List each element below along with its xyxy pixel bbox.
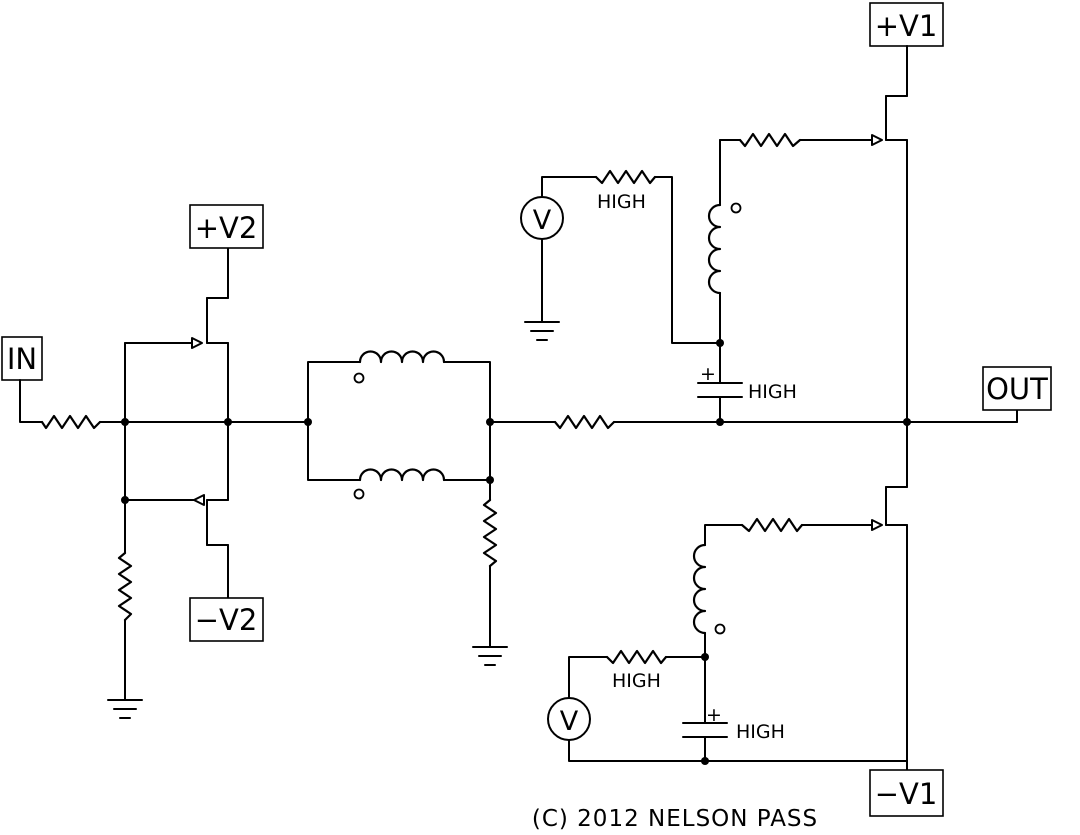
lower-gate-wire-a (704, 524, 743, 546)
upper-gate-inductor (707, 202, 742, 295)
ground-symbol (107, 699, 143, 719)
series-output-resistor (553, 414, 616, 430)
upper-bias-feed-wire (654, 176, 721, 344)
lower-series-inductor (353, 468, 446, 500)
input-resistor (40, 414, 102, 430)
pos-v1-terminal: +V1 (869, 2, 944, 47)
lower-cap-high-label: HIGH (736, 721, 785, 743)
lower-input-jfet (193, 494, 229, 599)
lower-resistor-high-label: HIGH (612, 670, 661, 692)
pos-v1-label: +V1 (875, 9, 938, 43)
upper-gate-resistor (738, 132, 802, 148)
capacitor-polarity: + (700, 363, 716, 385)
input-terminal: IN (1, 336, 43, 381)
upper-inductor-wire-right (443, 361, 491, 423)
copyright-text: (C) 2012 NELSON PASS (532, 806, 818, 832)
lower-return-wire (568, 739, 908, 762)
neg-v1-terminal: −V1 (869, 769, 944, 817)
bias-resistor (117, 551, 133, 622)
input-label: IN (7, 342, 37, 376)
lower-gate-inductor (692, 543, 726, 635)
upper-series-inductor (353, 350, 446, 384)
lower-voltmeter-icon: V (547, 697, 591, 741)
shunt-resistor (482, 498, 498, 568)
lower-meter-wire (568, 656, 608, 698)
upper-bias-resistor (594, 169, 657, 185)
neg-v2-label: −V2 (195, 603, 258, 637)
lower-output-jfet (871, 486, 908, 531)
svg-text:V: V (560, 706, 579, 737)
neg-v2-terminal: −V2 (189, 597, 264, 642)
upper-resistor-high-label: HIGH (597, 191, 646, 213)
pos-v2-terminal: +V2 (189, 204, 264, 249)
lower-inductor-wire-left (307, 421, 361, 481)
junction-dot (486, 476, 494, 484)
upper-voltmeter-icon: V (520, 196, 564, 240)
upper-cap-high-label: HIGH (748, 381, 797, 403)
upper-inductor-wire-left (307, 361, 361, 423)
capacitor-polarity: + (706, 704, 722, 726)
output-terminal: OUT (982, 366, 1052, 411)
neg-v1-label: −V1 (875, 777, 938, 811)
upper-output-jfet (871, 45, 908, 146)
lower-gate-resistor (740, 517, 804, 533)
upper-input-jfet (191, 247, 229, 349)
output-label: OUT (986, 372, 1048, 406)
ground-symbol (472, 646, 508, 666)
svg-text:V: V (533, 205, 552, 236)
lower-bias-resistor (605, 649, 668, 665)
input-wire (19, 379, 43, 423)
ground-symbol (524, 321, 560, 341)
upper-meter-wire (541, 176, 597, 197)
pos-v2-label: +V2 (195, 211, 258, 245)
